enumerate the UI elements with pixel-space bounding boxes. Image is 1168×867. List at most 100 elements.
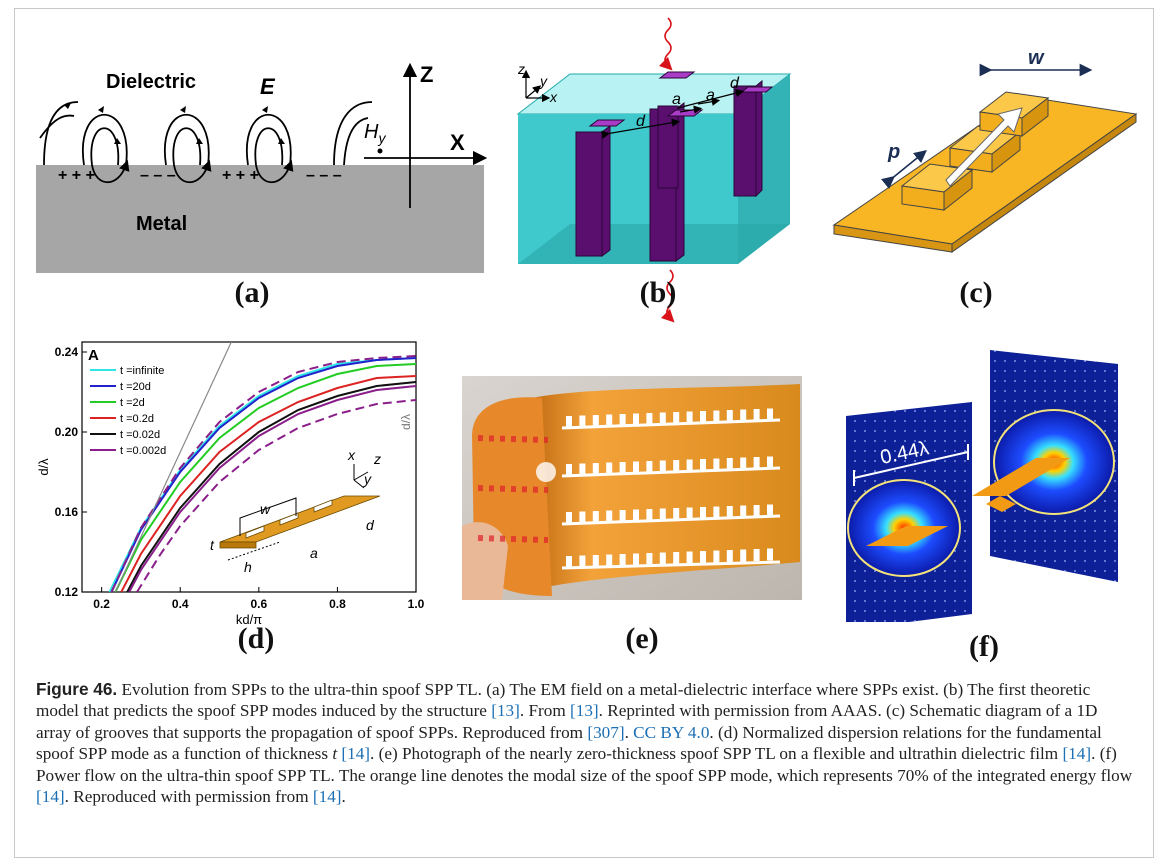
strip-tooth xyxy=(646,461,653,473)
ref-link[interactable]: [13] xyxy=(491,701,520,721)
figure-caption: Figure 46. Evolution from SPPs to the ul… xyxy=(36,679,1136,807)
license-link[interactable]: CC BY 4.0 xyxy=(633,722,710,742)
strip-tooth xyxy=(753,457,760,469)
axis-z: z xyxy=(517,61,525,77)
strip-tooth xyxy=(686,551,693,564)
series-line-7 xyxy=(136,399,416,592)
strip-tooth xyxy=(726,410,733,422)
charge-minus-1: – – – xyxy=(140,167,176,184)
strip-tooth xyxy=(753,505,760,517)
field-lines xyxy=(39,62,488,208)
y-tick-label: 0.24 xyxy=(55,345,79,359)
x-tick-label: 0.2 xyxy=(93,597,110,611)
series-line-5 xyxy=(128,385,416,592)
field-arrowheads xyxy=(64,103,285,144)
panel-b-label: (b) xyxy=(639,276,677,309)
panel-c-label: (c) xyxy=(959,276,993,309)
inset-h-dim xyxy=(227,541,281,561)
inset-h-label: h xyxy=(244,559,252,575)
dim-d-1: d xyxy=(636,113,646,130)
series-line-6 xyxy=(110,355,416,592)
axis-x: x xyxy=(549,89,558,105)
strip-tooth xyxy=(740,409,747,422)
ref-link[interactable]: [14] xyxy=(312,787,342,807)
strip-tooth xyxy=(700,411,706,423)
groove-array-diagram: w p xyxy=(832,47,1138,253)
strip-tooth xyxy=(767,408,773,421)
panel-d-label: (d) xyxy=(237,622,275,655)
strip-tooth xyxy=(592,555,599,567)
strip-tooth xyxy=(726,550,733,562)
inset-d-label: d xyxy=(366,517,375,533)
ref-link[interactable]: [14] xyxy=(1062,744,1092,764)
panel-e-label: (e) xyxy=(625,622,659,655)
strip-tooth xyxy=(659,508,666,521)
strip-tooth xyxy=(619,554,626,566)
panel-f-label: (f) xyxy=(969,630,999,663)
series-line-2 xyxy=(114,363,416,592)
legend-label: t =infinite xyxy=(120,365,164,377)
strip-tooth xyxy=(673,412,680,424)
strip-tooth xyxy=(566,464,572,476)
caption-text: . (f) Power flow on the ultra-thin spoof… xyxy=(36,744,1133,785)
inset-strip-side xyxy=(219,541,257,549)
chart-corner-label: A xyxy=(88,347,99,364)
z-axis-label: Z xyxy=(420,62,433,87)
y-tick-label: 0.12 xyxy=(55,585,79,599)
hy-dot xyxy=(377,148,383,154)
strip-tooth xyxy=(579,555,586,568)
strip-tooth xyxy=(606,414,613,427)
strip-tooth xyxy=(673,508,680,520)
inset-groove xyxy=(279,512,299,526)
strip-tooth xyxy=(633,461,639,474)
caption-text: . (e) Photograph of the nearly zero-thic… xyxy=(370,744,1063,764)
dim-p: p xyxy=(887,141,900,163)
legend-label: t =0.2d xyxy=(120,413,154,425)
dim-w: w xyxy=(1028,50,1045,69)
panel-e: (e) xyxy=(462,376,802,672)
strip-tooth xyxy=(592,511,599,523)
strip-tooth xyxy=(606,554,613,567)
strip-tooth xyxy=(686,459,693,472)
x-axis-label: kd/π xyxy=(236,612,262,626)
strip-tooth xyxy=(566,556,572,568)
strip-tooth xyxy=(579,511,586,524)
strip-tooth xyxy=(700,551,706,563)
inset-groove xyxy=(313,499,333,513)
dim-d-2: d xyxy=(730,75,740,92)
strip-tooth xyxy=(726,458,733,470)
ref-link[interactable]: [14] xyxy=(36,787,65,807)
ref-link[interactable]: [13] xyxy=(570,701,599,721)
y-tick-label: 0.16 xyxy=(55,505,79,519)
dielectric-label: Dielectric xyxy=(106,71,196,93)
strip-tooth xyxy=(686,507,693,520)
axis-y: y xyxy=(539,73,548,89)
strip-tooth xyxy=(659,552,666,565)
strip-tooth xyxy=(726,506,733,518)
panel-f: 0.44λ (f) xyxy=(840,346,1150,672)
ref-link[interactable]: [307] xyxy=(587,722,625,742)
figure-label: Figure 46. xyxy=(36,679,118,699)
caption-text: . Reproduced with permission from xyxy=(64,787,313,807)
panel-c: w p (c) xyxy=(826,47,1146,330)
series-line-4 xyxy=(126,381,416,592)
strip-tooth xyxy=(700,459,706,471)
strip-tooth xyxy=(646,413,653,425)
strip-tooth xyxy=(619,414,626,426)
caption-text: . Reprinted with permission from AAAS. (… xyxy=(36,701,1098,742)
strip-tooth xyxy=(713,458,720,471)
strip-tooth xyxy=(619,510,626,522)
inset-y-label: y xyxy=(363,471,372,487)
legend-label: t =2d xyxy=(120,397,145,409)
strip-tooth xyxy=(673,460,680,472)
ref-link[interactable]: [14] xyxy=(341,744,371,764)
strip-tooth xyxy=(606,462,613,475)
strip-tooth xyxy=(633,553,639,566)
strip-tooth xyxy=(740,457,747,470)
strip-tooth xyxy=(619,462,626,474)
x-tick-label: 0.8 xyxy=(329,597,346,611)
strip-tooth xyxy=(767,456,773,469)
legend-label: t =0.002d xyxy=(120,445,166,457)
